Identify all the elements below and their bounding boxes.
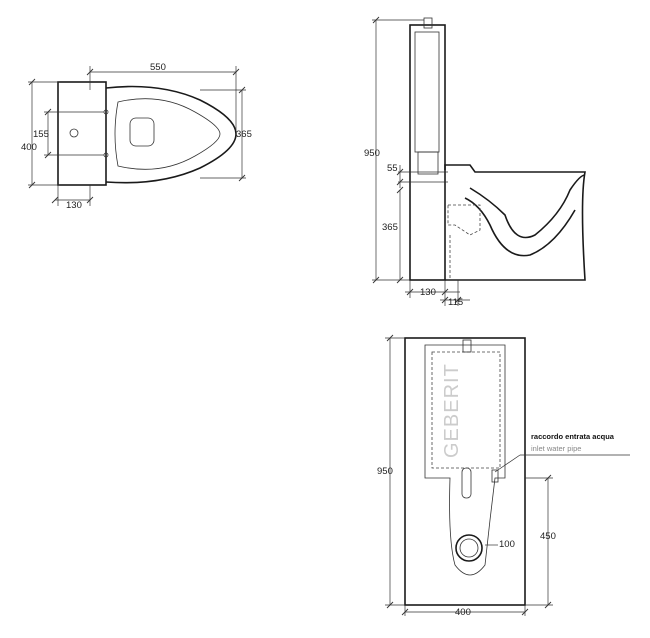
slot bbox=[461, 467, 472, 499]
side-view: 950 55 365 130 115 bbox=[364, 16, 586, 308]
dim-130-top: 130 bbox=[66, 200, 82, 211]
tank-outline bbox=[57, 81, 107, 186]
dim-365-side: 365 bbox=[382, 222, 398, 233]
dim-100: 100 bbox=[499, 539, 515, 550]
dim-115: 115 bbox=[448, 297, 463, 308]
dim-55: 55 bbox=[387, 163, 398, 174]
dim-155: 155 bbox=[33, 129, 49, 140]
rear-outline bbox=[404, 337, 526, 606]
dim-950-rear: 950 bbox=[377, 466, 393, 477]
valve-side bbox=[417, 151, 439, 175]
cistern-inner-side bbox=[414, 31, 440, 153]
top-view: 550 365 400 155 130 bbox=[21, 62, 252, 211]
dim-400-top: 400 bbox=[21, 142, 37, 153]
flush-button-rear bbox=[462, 339, 472, 353]
outlet-dashed bbox=[447, 204, 481, 236]
dim-550: 550 bbox=[150, 62, 166, 73]
brand-watermark: GEBERIT bbox=[441, 363, 463, 458]
bowl-side bbox=[444, 164, 586, 281]
drain-outer bbox=[455, 534, 483, 562]
dim-450: 450 bbox=[540, 531, 556, 542]
note-inlet-english: inlet water pipe bbox=[531, 444, 581, 453]
note-inlet-italian: raccordo entrata acqua bbox=[531, 432, 615, 441]
drain-hole bbox=[69, 128, 79, 138]
trap-inner bbox=[464, 197, 576, 257]
dim-950-side: 950 bbox=[364, 148, 380, 159]
trap-side bbox=[469, 174, 586, 239]
dim-130-side: 130 bbox=[420, 287, 436, 298]
bowl-outline bbox=[105, 85, 237, 184]
flush-button-side bbox=[423, 17, 433, 29]
rear-recess bbox=[424, 344, 506, 576]
dim-365-top: 365 bbox=[236, 129, 252, 140]
rear-view: GEBERIT raccordo entrata acqua inlet wat… bbox=[377, 334, 630, 618]
dim-400-rear: 400 bbox=[455, 607, 471, 618]
seat-outlet bbox=[129, 117, 155, 147]
drain-inner bbox=[459, 538, 479, 558]
inlet-pipe bbox=[491, 469, 499, 483]
bowl-inner bbox=[114, 98, 221, 170]
tank-body-side bbox=[409, 24, 446, 281]
